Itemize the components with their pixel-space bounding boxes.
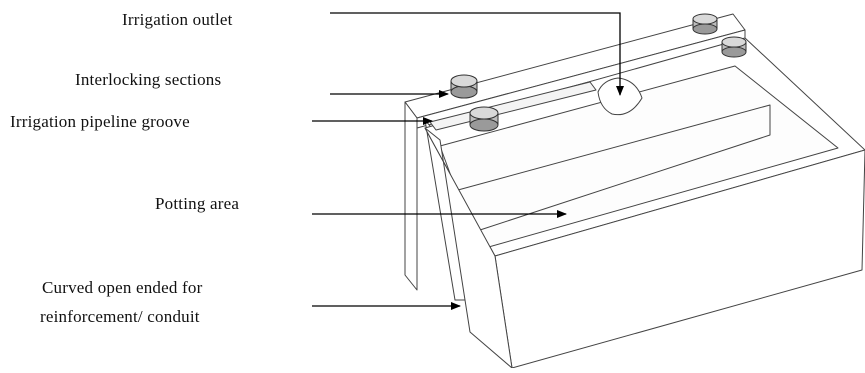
- stud-front-right: [721, 36, 747, 58]
- label-irrigation-pipeline-groove: Irrigation pipeline groove: [10, 112, 190, 131]
- leader-arrows: [312, 12, 624, 310]
- interlocking-studs: [450, 13, 747, 132]
- label-curved-open-ended-line2: reinforcement/ conduit: [40, 307, 200, 326]
- label-potting-area: Potting area: [155, 194, 240, 213]
- stud-back-right: [692, 13, 718, 35]
- planter-block: [404, 13, 865, 369]
- stud-back-left: [450, 74, 478, 99]
- box-left-face: [424, 127, 513, 369]
- label-curved-open-ended-line1: Curved open ended for: [42, 278, 203, 297]
- cavity-floor-line: [457, 104, 771, 231]
- label-irrigation-outlet: Irrigation outlet: [122, 10, 233, 29]
- back-end-face: [404, 101, 418, 291]
- stud-front-left: [469, 106, 499, 132]
- irrigation-outlet-notch: [597, 77, 643, 116]
- arrow-irrigation-outlet: [330, 12, 624, 96]
- label-interlocking-sections: Interlocking sections: [75, 70, 222, 89]
